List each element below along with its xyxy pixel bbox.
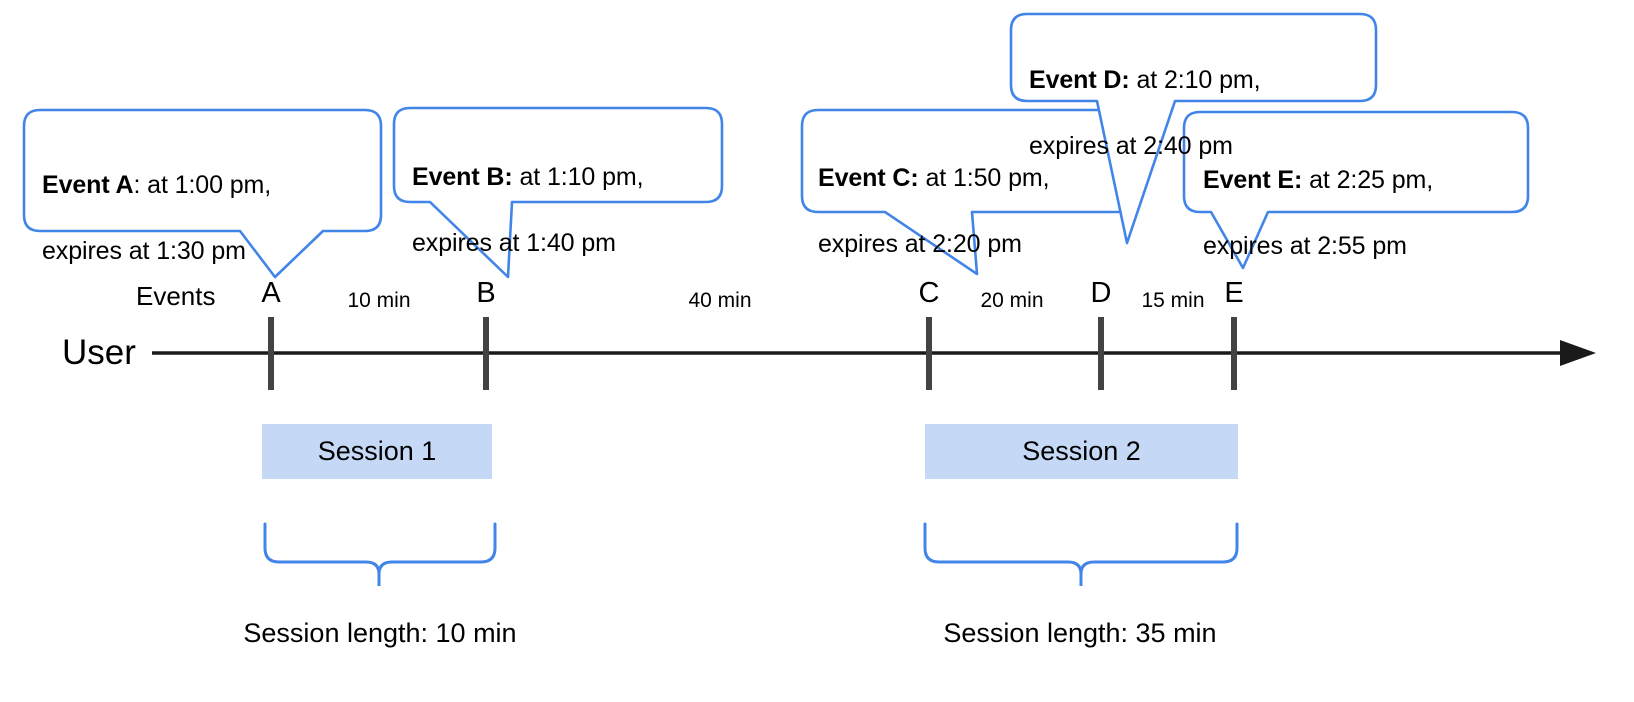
callout-d-line1: at 2:10 pm,: [1136, 66, 1261, 94]
callout-d-line2: expires at 2:40 pm: [1029, 132, 1233, 160]
session-2-length-caption: Session length: 35 min: [943, 618, 1217, 648]
callout-e-line1: at 2:25 pm,: [1309, 166, 1434, 194]
session-box-1: Session 1: [262, 424, 492, 479]
callout-b-line1: at 1:10 pm,: [519, 163, 644, 191]
callout-bubble-d: [1009, 12, 1378, 245]
callout-c-title: Event C:: [818, 164, 919, 192]
callout-bubble-e: [1182, 110, 1530, 270]
callout-d-title: Event D:: [1029, 66, 1130, 94]
callout-a-line1: at 1:00 pm,: [147, 171, 272, 199]
callout-bubble-a: [22, 108, 383, 279]
axis-row-label-user: User: [62, 333, 136, 372]
callout-b-line2: expires at 1:40 pm: [412, 229, 616, 257]
events-row-label: Events: [136, 281, 216, 311]
session-box-2-label: Session 2: [1022, 436, 1141, 466]
session-box-2: Session 2: [925, 424, 1238, 479]
session-box-1-label: Session 1: [317, 436, 437, 466]
callout-b-text: Event B: at 1:10 pm, expires at 1:40 pm: [412, 128, 722, 260]
interval-label-c-d: 20 min: [980, 289, 1044, 312]
callout-a-text: Event A: at 1:00 pm, expires at 1:30 pm: [42, 136, 372, 268]
callout-a-sep: :: [133, 171, 148, 199]
callout-a-title: Event A: [42, 171, 134, 199]
timeline-arrow-head: [1560, 340, 1596, 366]
interval-label-a-b: 10 min: [347, 289, 411, 312]
callout-a-line2: expires at 1:30 pm: [42, 237, 246, 265]
callout-b-title: Event B:: [412, 163, 513, 191]
callout-e-line2: expires at 2:55 pm: [1203, 232, 1407, 260]
callout-c-text: Event C: at 1:50 pm, expires at 2:20 pm: [818, 129, 1134, 261]
session-1-length-caption: Session length: 10 min: [243, 618, 517, 648]
marker-label-c: C: [918, 277, 940, 309]
marker-label-b: B: [476, 277, 496, 309]
callout-d-text: Event D: at 2:10 pm, expires at 2:40 pm: [1029, 31, 1369, 163]
marker-label-e: E: [1224, 277, 1244, 309]
session-2-brace: [923, 522, 1239, 586]
callout-bubble-b: [392, 106, 724, 279]
interval-label-d-e: 15 min: [1141, 289, 1205, 312]
callout-c-line2: expires at 2:20 pm: [818, 230, 1022, 258]
marker-label-a: A: [261, 277, 281, 309]
callout-c-line1: at 1:50 pm,: [925, 164, 1050, 192]
callout-e-title: Event E:: [1203, 166, 1303, 194]
callout-e-text: Event E: at 2:25 pm, expires at 2:55 pm: [1203, 131, 1523, 263]
marker-label-d: D: [1090, 277, 1112, 309]
interval-label-b-c: 40 min: [688, 289, 752, 312]
session-1-brace: [263, 522, 497, 586]
